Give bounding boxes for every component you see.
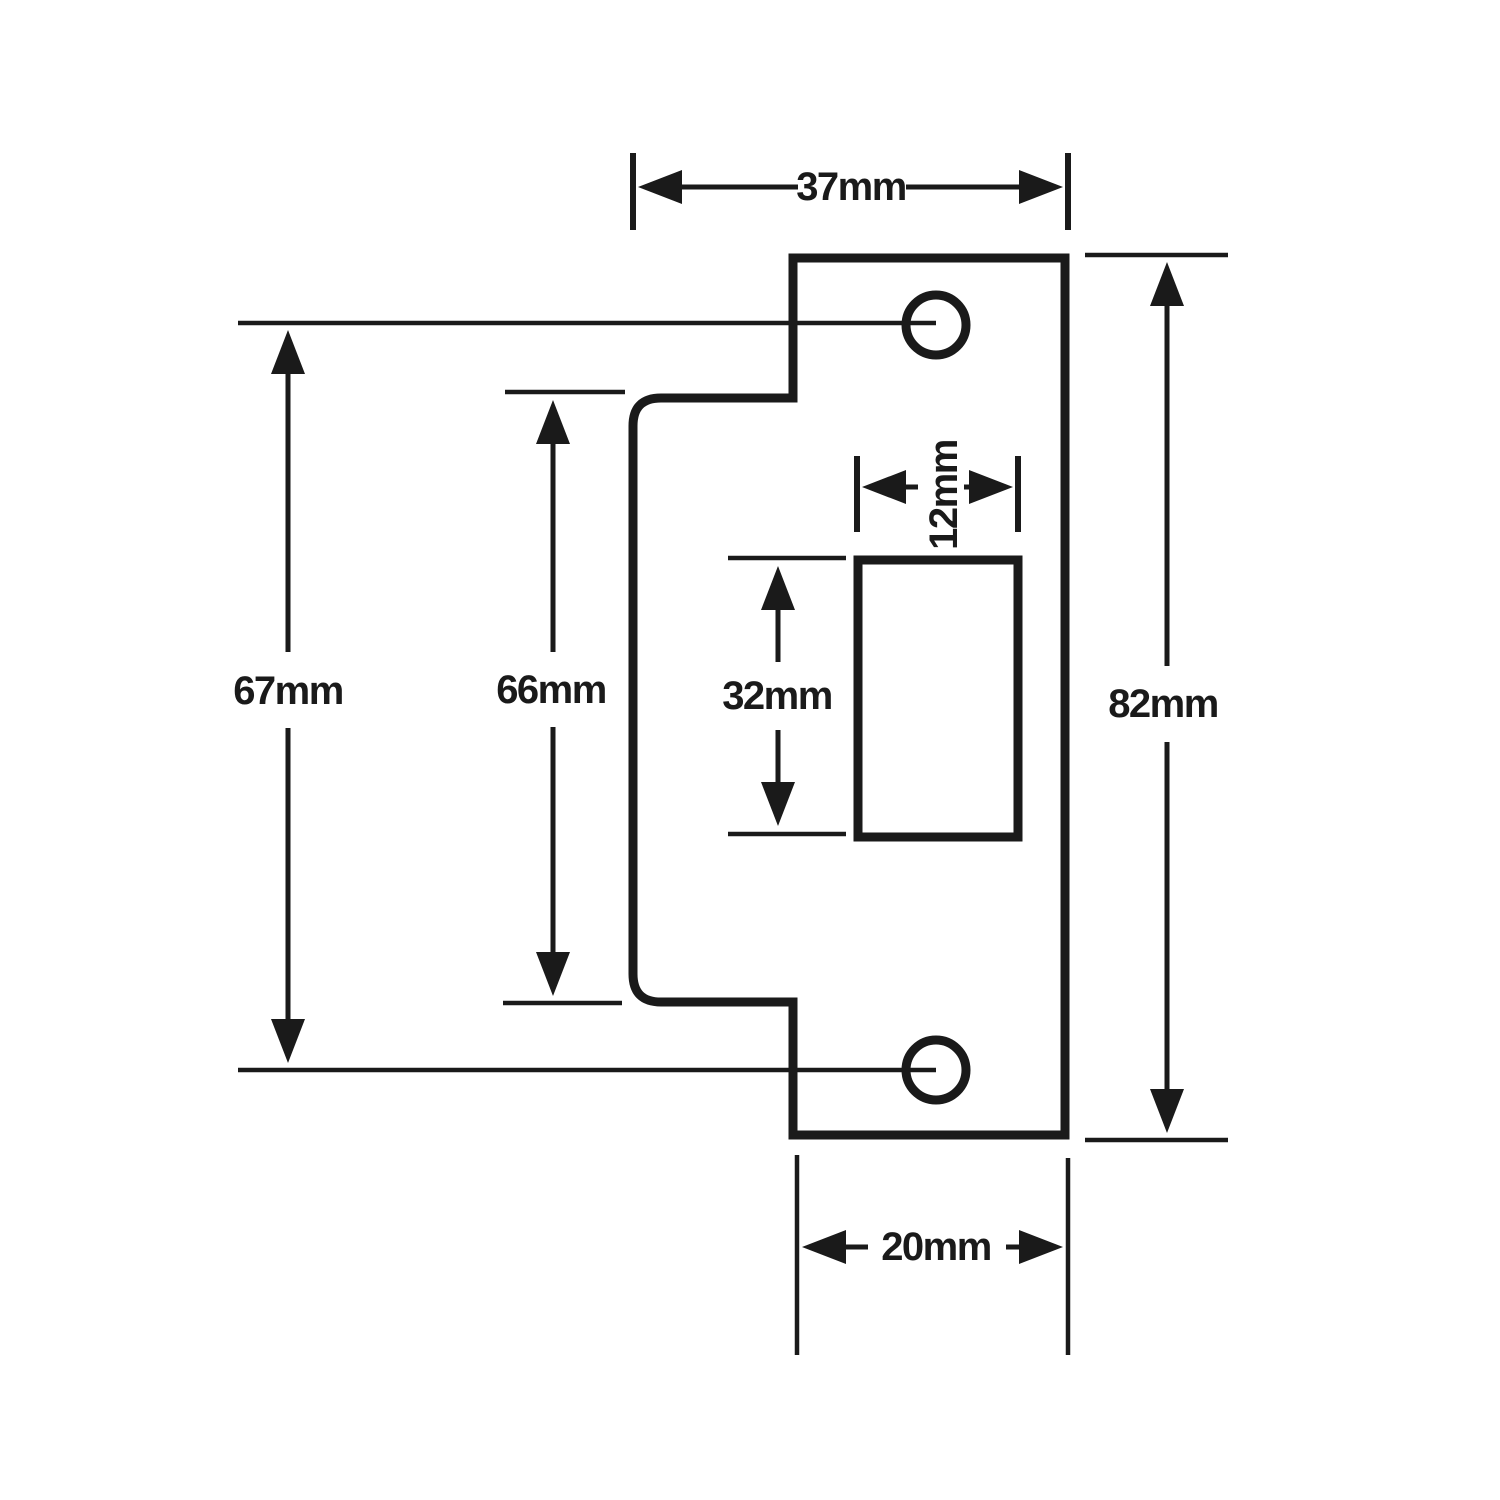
arrow-left	[862, 470, 906, 504]
dimension-hole-spacing: 67mm	[233, 320, 936, 1073]
arrow-right	[1019, 170, 1063, 204]
dimension-latch-hole-width: 12mm	[854, 440, 1021, 550]
dimension-label: 82mm	[1108, 682, 1218, 726]
arrow-down	[761, 782, 795, 826]
plate-body-outline	[628, 253, 1070, 1140]
dimension-label: 37mm	[796, 165, 906, 209]
arrow-down	[271, 1019, 305, 1063]
strike-plate-outline	[628, 253, 1070, 1140]
arrow-down	[536, 952, 570, 996]
arrow-right	[969, 470, 1013, 504]
arrow-up	[271, 330, 305, 374]
dimension-label: 67mm	[233, 669, 343, 713]
arrow-right	[1019, 1230, 1063, 1264]
arrow-up	[761, 566, 795, 610]
dimension-latch-hole-height: 32mm	[722, 555, 846, 837]
arrow-left	[638, 170, 682, 204]
dimension-label: 32mm	[722, 674, 832, 718]
dimension-overall-height: 82mm	[1085, 252, 1228, 1143]
latch-cutout	[853, 555, 1023, 842]
dimension-lip-cutout-height: 66mm	[496, 389, 625, 1006]
arrow-up	[1150, 262, 1184, 306]
arrow-up	[536, 400, 570, 444]
dimension-label: 66mm	[496, 668, 606, 712]
dimension-overall-width: 37mm	[630, 153, 1071, 230]
dimension-label-rotated: 12mm	[922, 440, 966, 550]
dimension-label: 20mm	[881, 1225, 991, 1269]
dimension-faceplate-width: 20mm	[794, 1155, 1071, 1355]
arrow-down	[1150, 1089, 1184, 1133]
arrow-left	[802, 1230, 846, 1264]
